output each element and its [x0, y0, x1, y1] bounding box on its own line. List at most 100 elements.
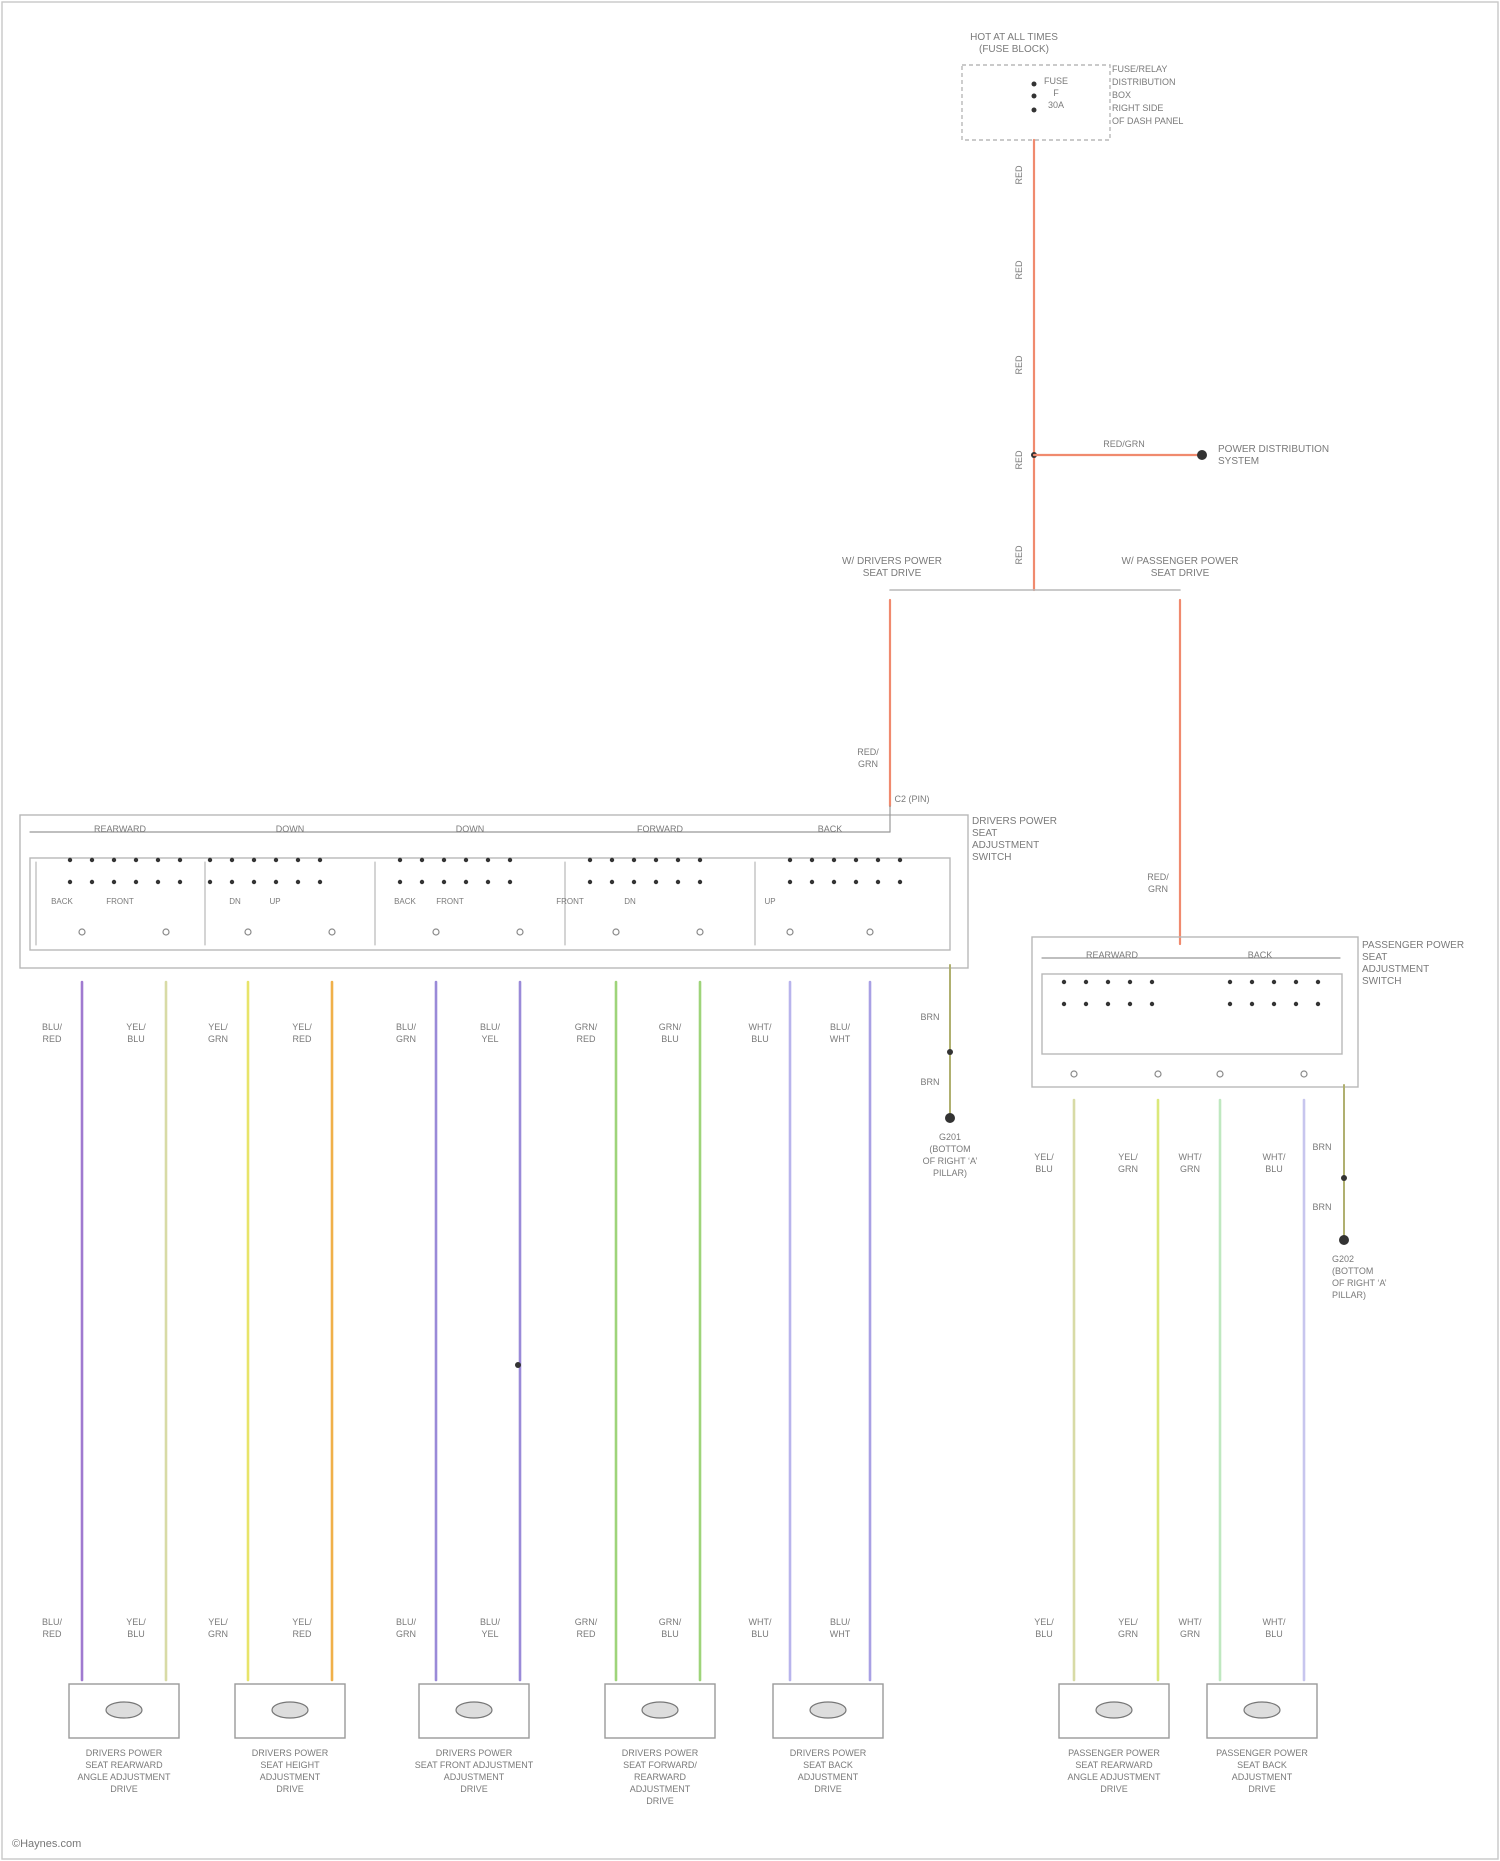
motor-icon: [810, 1702, 846, 1718]
switch-contact: [1062, 980, 1066, 984]
passenger-switch-section: BACK: [1248, 950, 1273, 960]
switch-contact: [876, 858, 880, 862]
switch-contact: [208, 880, 212, 884]
switch-contact: [1128, 980, 1132, 984]
driver-switch-sublabel: FRONT: [556, 897, 584, 906]
switch-contact: [178, 858, 182, 862]
driver-wire-bottom-label: BLU/WHT: [830, 1617, 851, 1639]
motor-icon: [642, 1702, 678, 1718]
driver-switch-name: DRIVERS POWERSEATADJUSTMENTSWITCH: [972, 816, 1057, 863]
driver-wire-top-label: YEL/GRN: [208, 1022, 228, 1044]
driver-switch-sublabel: BACK: [51, 897, 73, 906]
driver-switch-sublabel: UP: [764, 897, 775, 906]
driver-switch-sublabel: FRONT: [436, 897, 464, 906]
switch-contact: [420, 858, 424, 862]
motor-icon: [1244, 1702, 1280, 1718]
passenger-wire-top-label: WHT/BLU: [1263, 1152, 1286, 1174]
switch-contact: [442, 858, 446, 862]
fuse-terminal: [1032, 108, 1037, 113]
driver-ground-wire-label: BRN: [920, 1077, 939, 1087]
driver-switch-pin: [867, 929, 873, 935]
driver-wire-top-label: YEL/BLU: [126, 1022, 146, 1044]
switch-contact: [230, 880, 234, 884]
switch-contact: [1150, 1002, 1154, 1006]
branch-terminal: [1197, 450, 1207, 460]
switch-contact: [1316, 980, 1320, 984]
driver-wire-bottom-label: GRN/RED: [575, 1617, 598, 1639]
passenger-wire-top-label: YEL/BLU: [1034, 1152, 1054, 1174]
switch-contact: [588, 858, 592, 862]
driver-wire-top-label: BLU/YEL: [480, 1022, 501, 1044]
switch-contact: [632, 858, 636, 862]
switch-contact: [654, 858, 658, 862]
switch-contact: [1294, 980, 1298, 984]
passenger-wire-top-label: YEL/GRN: [1118, 1152, 1138, 1174]
switch-contact: [1228, 1002, 1232, 1006]
switch-contact: [676, 880, 680, 884]
driver-wire-top-label: GRN/RED: [575, 1022, 598, 1044]
passenger-wire-top-label: WHT/GRN: [1179, 1152, 1202, 1174]
driver-wire-bottom-label: BLU/YEL: [480, 1617, 501, 1639]
driver-wire-bottom-label: WHT/BLU: [749, 1617, 772, 1639]
switch-contact: [1316, 1002, 1320, 1006]
ground-terminal: [945, 1113, 955, 1123]
switch-contact: [876, 880, 880, 884]
driver-switch-pin: [613, 929, 619, 935]
driver-switch-pin: [245, 929, 251, 935]
feed-wire-label: RED: [1014, 260, 1024, 280]
switch-contact: [1250, 1002, 1254, 1006]
driver-wire-bottom-label: YEL/GRN: [208, 1617, 228, 1639]
driver-switch-pin: [433, 929, 439, 935]
passenger-switch-name: PASSENGER POWERSEATADJUSTMENTSWITCH: [1362, 940, 1464, 987]
driver-switch-sublabel: UP: [269, 897, 280, 906]
passenger-feed-label: RED/GRN: [1147, 872, 1169, 894]
switch-contact: [398, 858, 402, 862]
driver-switch-sublabel: BACK: [394, 897, 416, 906]
feed-wire-label: RED: [1014, 450, 1024, 470]
driver-switch-pin: [787, 929, 793, 935]
driver-wire-top-label: YEL/RED: [292, 1022, 312, 1044]
driver-switch-sublabel: DN: [229, 897, 241, 906]
switch-contact: [486, 880, 490, 884]
switch-contact: [156, 858, 160, 862]
driver-switch-pin: [517, 929, 523, 935]
passenger-switch-pin: [1301, 1071, 1307, 1077]
switch-contact: [810, 880, 814, 884]
switch-contact: [1062, 1002, 1066, 1006]
switch-contact: [1084, 980, 1088, 984]
switch-contact: [1128, 1002, 1132, 1006]
ground-terminal: [1339, 1235, 1349, 1245]
switch-contact: [832, 880, 836, 884]
switch-contact: [274, 858, 278, 862]
switch-contact: [318, 880, 322, 884]
driver-wire-top-label: BLU/GRN: [396, 1022, 417, 1044]
driver-switch-sublabel: DN: [624, 897, 636, 906]
switch-contact: [90, 880, 94, 884]
switch-contact: [318, 858, 322, 862]
driver-feed-pin: C2 (PIN): [894, 794, 929, 804]
fuse-block-note: FUSE/RELAYDISTRIBUTIONBOXRIGHT SIDEOF DA…: [1112, 64, 1183, 126]
switch-contact: [296, 880, 300, 884]
ground-splice: [1341, 1175, 1347, 1181]
copyright-footer: ©Haynes.com: [12, 1838, 81, 1850]
switch-contact: [252, 858, 256, 862]
driver-ground-wire-label: BRN: [920, 1012, 939, 1022]
switch-contact: [1272, 1002, 1276, 1006]
driver-switch-section: DOWN: [276, 824, 305, 834]
split-right-label: W/ PASSENGER POWERSEAT DRIVE: [1121, 556, 1238, 579]
switch-contact: [698, 858, 702, 862]
driver-wire-bottom-label: GRN/BLU: [659, 1617, 682, 1639]
driver-wire-bottom-label: YEL/RED: [292, 1617, 312, 1639]
switch-contact: [112, 858, 116, 862]
feed-wire-label: RED: [1014, 545, 1024, 565]
passenger-wire-bottom-label: WHT/GRN: [1179, 1617, 1202, 1639]
driver-switch-pin: [697, 929, 703, 935]
